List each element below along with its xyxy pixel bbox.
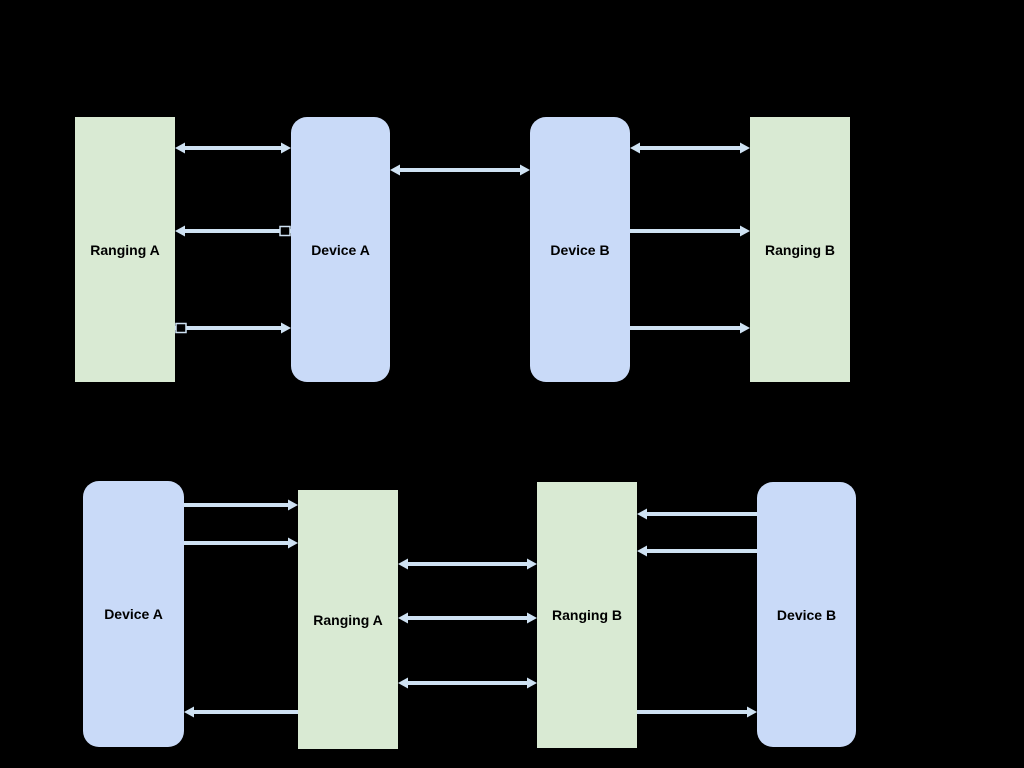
node-label: Device A: [311, 241, 370, 258]
node-top-ranging-b: Ranging B: [750, 117, 850, 382]
arrow-tail-square: [279, 225, 291, 237]
arrowhead-left: [630, 142, 640, 154]
arrowhead-right: [520, 164, 530, 176]
arrow-bottom-device-b-to-bottom-ranging-b: [637, 545, 757, 557]
arrowhead-left: [398, 558, 408, 570]
arrowhead-right: [527, 558, 537, 570]
double-arrow-bottom-ranging-a-to-bottom-ranging-b: [398, 612, 537, 624]
arrow-top-ranging-a-to-top-device-a: [175, 322, 291, 334]
arrowhead-right: [740, 322, 750, 334]
arrowhead-left: [398, 612, 408, 624]
arrowhead-right: [281, 322, 291, 334]
double-arrow-top-device-a-to-top-device-b: [390, 164, 530, 176]
arrowhead-right: [288, 499, 298, 511]
arrow-bottom-device-a-to-bottom-ranging-a: [184, 499, 298, 511]
arrow-top-device-b-to-top-ranging-b: [630, 322, 750, 334]
arrowhead-right: [527, 612, 537, 624]
arrow-bottom-ranging-a-to-bottom-device-a: [184, 706, 298, 718]
arrow-top-device-a-to-top-ranging-a: [175, 225, 291, 237]
arrow-tail-square: [175, 322, 187, 334]
arrowhead-right: [740, 225, 750, 237]
node-label: Ranging A: [90, 241, 160, 258]
arrowhead-left: [398, 677, 408, 689]
node-bottom-ranging-b: Ranging B: [537, 482, 637, 748]
node-label: Device B: [550, 241, 610, 258]
arrowhead-left: [184, 706, 194, 718]
arrow-bottom-device-b-to-bottom-ranging-b: [637, 508, 757, 520]
arrowhead-left: [637, 545, 647, 557]
arrowhead-left: [175, 142, 185, 154]
arrowhead-right: [527, 677, 537, 689]
arrowhead-left: [390, 164, 400, 176]
arrowhead-right: [281, 142, 291, 154]
arrowhead-right: [740, 142, 750, 154]
node-label: Device A: [104, 606, 163, 622]
arrow-bottom-ranging-b-to-bottom-device-b: [637, 706, 757, 718]
node-bottom-device-b: Device B: [757, 482, 856, 747]
arrowhead-left: [175, 225, 185, 237]
node-label: Ranging B: [765, 241, 835, 258]
node-top-device-b: Device B: [530, 117, 630, 382]
double-arrow-top-device-b-to-top-ranging-b: [630, 142, 750, 154]
node-top-ranging-a: Ranging A: [75, 117, 175, 382]
arrow-bottom-device-a-to-bottom-ranging-a: [184, 537, 298, 549]
node-label: Ranging B: [552, 607, 622, 623]
node-label: Device B: [776, 606, 837, 623]
node-bottom-ranging-a: Ranging A: [298, 490, 398, 749]
double-arrow-bottom-ranging-a-to-bottom-ranging-b: [398, 558, 537, 570]
arrowhead-right: [288, 537, 298, 549]
double-arrow-top-ranging-a-to-top-device-a: [175, 142, 291, 154]
arrowhead-left: [637, 508, 647, 520]
node-bottom-device-a: Device A: [83, 481, 184, 747]
arrowhead-right: [747, 706, 757, 718]
arrow-top-device-b-to-top-ranging-b: [630, 225, 750, 237]
double-arrow-bottom-ranging-a-to-bottom-ranging-b: [398, 677, 537, 689]
node-label: Ranging A: [313, 611, 383, 628]
node-top-device-a: Device A: [291, 117, 390, 382]
